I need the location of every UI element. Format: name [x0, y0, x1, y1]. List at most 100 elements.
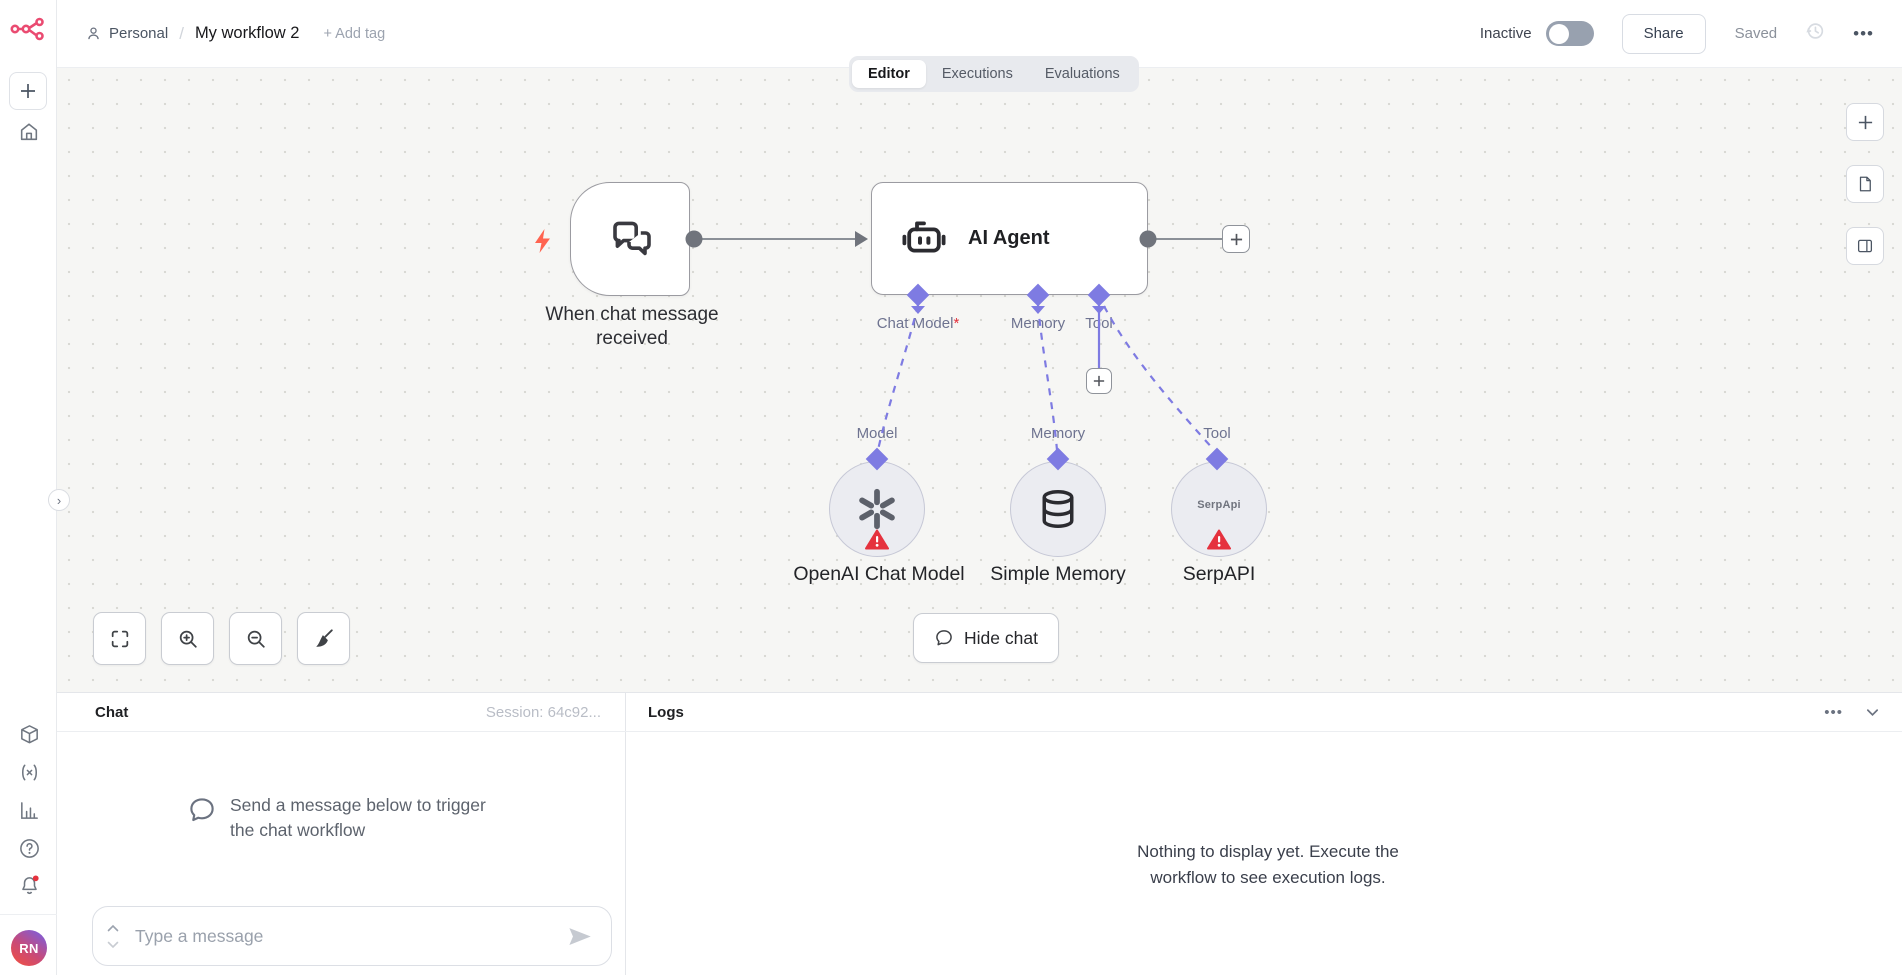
workflow-menu-button[interactable]: •••: [1853, 23, 1874, 43]
sidebar: RN: [0, 0, 57, 975]
sidebar-divider: [0, 914, 57, 915]
sidebar-item-home[interactable]: [17, 120, 41, 144]
home-icon: [20, 123, 38, 141]
required-asterisk: *: [953, 315, 960, 332]
subnode-port-label-model: Model: [856, 425, 898, 442]
saved-status: Saved: [1734, 25, 1778, 42]
agent-port-label-memory: Memory: [1010, 315, 1066, 332]
chevron-up-icon[interactable]: [107, 924, 119, 932]
agent-node-title: AI Agent: [968, 227, 1050, 249]
panel-divider: [625, 693, 626, 975]
help-icon: [19, 838, 39, 858]
canvas-sticky-note-button[interactable]: [1846, 165, 1884, 203]
trigger-node-label: When chat message received: [545, 304, 719, 350]
workflow-canvas[interactable]: [57, 68, 1902, 692]
sidebar-item-variables[interactable]: [17, 760, 41, 784]
trigger-bolt-icon: [535, 229, 550, 253]
workflow-title[interactable]: My workflow 2: [194, 24, 300, 42]
canvas-add-node-button[interactable]: [1846, 103, 1884, 141]
breadcrumb-workspace[interactable]: Personal: [109, 25, 169, 42]
workflow-active-toggle[interactable]: [1545, 21, 1594, 46]
agent-port-label-chat-model: Chat Model*: [876, 315, 960, 332]
sidebar-item-help[interactable]: [17, 836, 41, 860]
avatar[interactable]: RN: [11, 930, 47, 966]
sidebar-expand-button[interactable]: ›: [48, 489, 70, 511]
plus-icon: [1093, 375, 1105, 387]
history-icon[interactable]: [1804, 20, 1826, 47]
zoom-in-button[interactable]: [161, 612, 214, 665]
editor-tabs: Editor Executions Evaluations: [849, 56, 1139, 92]
openai-icon: [859, 488, 895, 530]
plus-icon: [1230, 233, 1242, 245]
zoom-out-button[interactable]: [229, 612, 282, 665]
bar-chart-icon: [20, 801, 38, 819]
serpapi-logo-text: SerpApi: [1197, 499, 1241, 511]
chat-panel-title: Chat: [95, 703, 129, 721]
panel-icon: [1857, 239, 1873, 253]
bell-icon: [21, 874, 39, 894]
notification-dot: [32, 874, 39, 881]
chat-message-input[interactable]: [135, 925, 566, 947]
subnode-label-memory: Simple Memory: [990, 563, 1126, 585]
toggle-knob: [1548, 23, 1569, 44]
sidebar-item-notifications[interactable]: [17, 873, 41, 897]
avatar-initials: RN: [19, 940, 39, 956]
fit-view-button[interactable]: [93, 612, 146, 665]
node-openai-chat-model[interactable]: [829, 461, 925, 557]
package-icon: [20, 724, 38, 743]
canvas-panel-toggle-button[interactable]: [1846, 227, 1884, 265]
subnode-label-serpapi: SerpAPI: [1182, 563, 1256, 585]
logs-panel-header: Logs •••: [625, 693, 1902, 732]
add-node-after-agent-button[interactable]: [1222, 225, 1250, 253]
tab-editor[interactable]: Editor: [852, 60, 926, 88]
add-tool-button[interactable]: [1086, 368, 1112, 394]
plus-icon: [1858, 115, 1872, 129]
logs-menu-button[interactable]: •••: [1824, 703, 1843, 721]
chevron-down-icon[interactable]: [1865, 705, 1880, 720]
node-chat-trigger[interactable]: [570, 182, 690, 296]
add-workflow-button[interactable]: [9, 72, 47, 110]
sidebar-item-templates[interactable]: [17, 722, 41, 746]
add-tag-button[interactable]: + Add tag: [323, 25, 386, 42]
node-simple-memory[interactable]: [1010, 461, 1106, 557]
person-icon: [88, 27, 99, 40]
chat-input-container: [92, 906, 612, 966]
subnode-port-label-tool: Tool: [1203, 425, 1231, 442]
bottom-panel: Chat Session: 64c92... Logs ••• Send a m…: [57, 692, 1902, 975]
hide-chat-label: Hide chat: [964, 627, 1038, 648]
file-icon: [1859, 176, 1871, 192]
sidebar-item-insights[interactable]: [17, 798, 41, 822]
subnode-label-openai: OpenAI Chat Model: [793, 563, 965, 585]
send-icon[interactable]: [566, 923, 593, 950]
chat-panel-header: Chat Session: 64c92...: [57, 693, 625, 732]
tidy-up-button[interactable]: [297, 612, 350, 665]
hide-chat-button[interactable]: Hide chat: [913, 613, 1059, 663]
chat-bubble-icon: [936, 630, 952, 646]
warning-icon: [865, 529, 889, 550]
chat-session-id[interactable]: Session: 64c92...: [485, 703, 601, 721]
warning-icon: [1207, 529, 1231, 550]
chevron-down-icon[interactable]: [107, 941, 119, 949]
logs-empty-message: Nothing to display yet. Execute the work…: [1137, 842, 1399, 887]
breadcrumb-separator: /: [179, 23, 184, 43]
agent-port-label-tool: Tool: [1085, 315, 1113, 332]
tab-evaluations[interactable]: Evaluations: [1044, 66, 1120, 82]
fit-view-icon: [111, 630, 128, 647]
subnode-port-label-memory: Memory: [1030, 425, 1086, 442]
node-serpapi[interactable]: SerpApi: [1171, 461, 1267, 557]
node-ai-agent[interactable]: AI Agent: [871, 182, 1148, 295]
zoom-in-icon: [179, 630, 197, 648]
activation-status-label: Inactive: [1479, 25, 1532, 42]
chat-bubble-icon: [190, 798, 214, 822]
share-button[interactable]: Share: [1621, 13, 1706, 54]
zoom-out-icon: [247, 630, 265, 648]
database-icon: [1042, 490, 1074, 528]
chat-empty-state: Send a message below to trigger the chat…: [187, 793, 490, 843]
plus-icon: [21, 84, 35, 98]
broom-icon: [315, 628, 333, 647]
robot-icon: [902, 221, 946, 253]
n8n-logo-icon: [10, 17, 44, 41]
chat-empty-message: Send a message below to trigger the chat…: [230, 795, 486, 840]
tab-executions[interactable]: Executions: [941, 66, 1013, 82]
